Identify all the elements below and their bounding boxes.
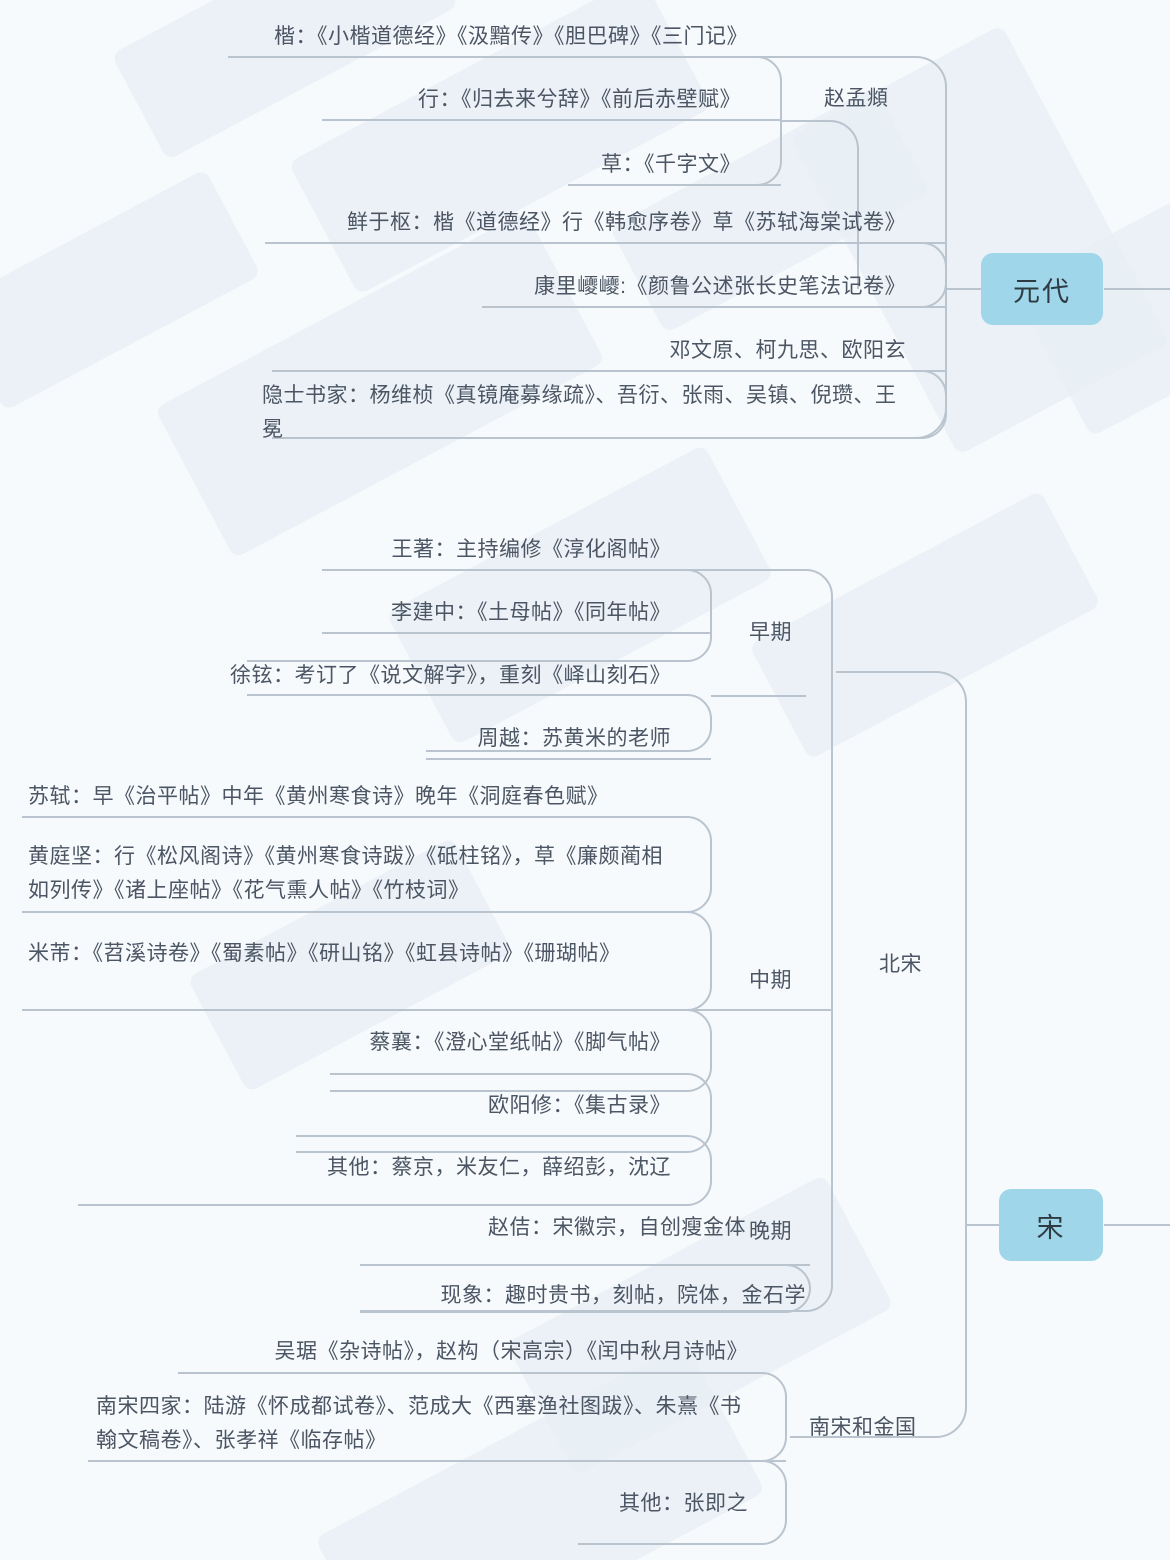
leaf-zhaoji[interactable]: 赵佶：宋徽宗，自创瘦金体 <box>488 1216 746 1239</box>
leaf-zhouyue[interactable]: 周越：苏黄米的老师 <box>477 727 671 750</box>
branch-label-beisong[interactable]: 北宋 <box>879 953 922 976</box>
branch-label-nansongjinguo[interactable]: 南宋和金国 <box>809 1416 917 1439</box>
leaf-cao[interactable]: 草：《千字文》 <box>601 153 741 176</box>
root-node-song[interactable]: 宋 <box>999 1189 1103 1261</box>
leaf-kai[interactable]: 楷：《小楷道德经》《汲黯传》《胆巴碑》《三门记》 <box>274 25 748 48</box>
leaf-xianxiang[interactable]: 现象：趣时贵书，刻帖，院体，金石学 <box>440 1284 806 1307</box>
leaf-kanglinaonao[interactable]: 康里巎巎:《颜鲁公述张长史笔法记卷》 <box>534 275 906 298</box>
leaf-ouyangxiu[interactable]: 欧阳修：《集古录》 <box>488 1094 671 1117</box>
branch-label-zaoqi[interactable]: 早期 <box>749 621 792 644</box>
leaf-qita-mid[interactable]: 其他：蔡京，米友仁，薛绍彭，沈辽 <box>327 1156 671 1179</box>
leaf-sushi[interactable]: 苏轼：早《治平帖》中年《黄州寒食诗》晚年《洞庭春色赋》 <box>28 785 609 808</box>
leaf-dengwenyuan[interactable]: 邓文原、柯九思、欧阳玄 <box>669 339 906 362</box>
leaf-xuxuan[interactable]: 徐铉：考订了《说文解字》，重刻《峄山刻石》 <box>230 664 671 687</box>
leaf-qita-nansong[interactable]: 其他：张即之 <box>619 1492 748 1515</box>
branch-label-zhongqi[interactable]: 中期 <box>749 969 792 992</box>
root-node-song-label: 宋 <box>1036 1212 1066 1243</box>
leaf-yinshi[interactable]: 隐士书家：杨维桢《真镜庵募缘疏》、吾衍、张雨、吴镇、倪瓒、王冕 <box>262 384 897 441</box>
leaf-xing[interactable]: 行：《归去来兮辞》《前后赤壁赋》 <box>418 88 741 111</box>
leaf-nansongsijia[interactable]: 南宋四家：陆游《怀成都试卷》、范成大《西塞渔社图跋》、朱熹《书翰文稿卷》、张孝祥… <box>96 1395 742 1452</box>
leaf-xianyushu[interactable]: 鲜于枢：楷《道德经》行《韩愈序卷》草《苏轼海棠试卷》 <box>347 211 906 234</box>
leaf-wangzhu[interactable]: 王著：主持编修《淳化阁帖》 <box>391 538 671 561</box>
branch-label-wanqi[interactable]: 晚期 <box>749 1220 792 1243</box>
root-node-yuan[interactable]: 元代 <box>981 253 1103 325</box>
leaf-lijianzhong[interactable]: 李建中：《土母帖》《同年帖》 <box>391 601 671 624</box>
leaf-mifu[interactable]: 米芾：《苕溪诗卷》《蜀素帖》《研山铭》《虹县诗帖》《珊瑚帖》 <box>28 942 621 965</box>
leaf-huangtingjian[interactable]: 黄庭坚：行《松风阁诗》《黄州寒食诗跋》《砥柱铭》，草《廉颇蔺相如列传》《诸上座帖… <box>28 845 663 902</box>
root-node-yuan-label: 元代 <box>1013 276 1071 307</box>
leaf-caixiang[interactable]: 蔡襄：《澄心堂纸帖》《脚气帖》 <box>369 1031 671 1054</box>
leaf-wuju[interactable]: 吴琚《杂诗帖》，赵构（宋高宗）《闰中秋月诗帖》 <box>274 1340 748 1363</box>
branch-label-zhaomengfu[interactable]: 赵孟頫 <box>824 87 889 110</box>
